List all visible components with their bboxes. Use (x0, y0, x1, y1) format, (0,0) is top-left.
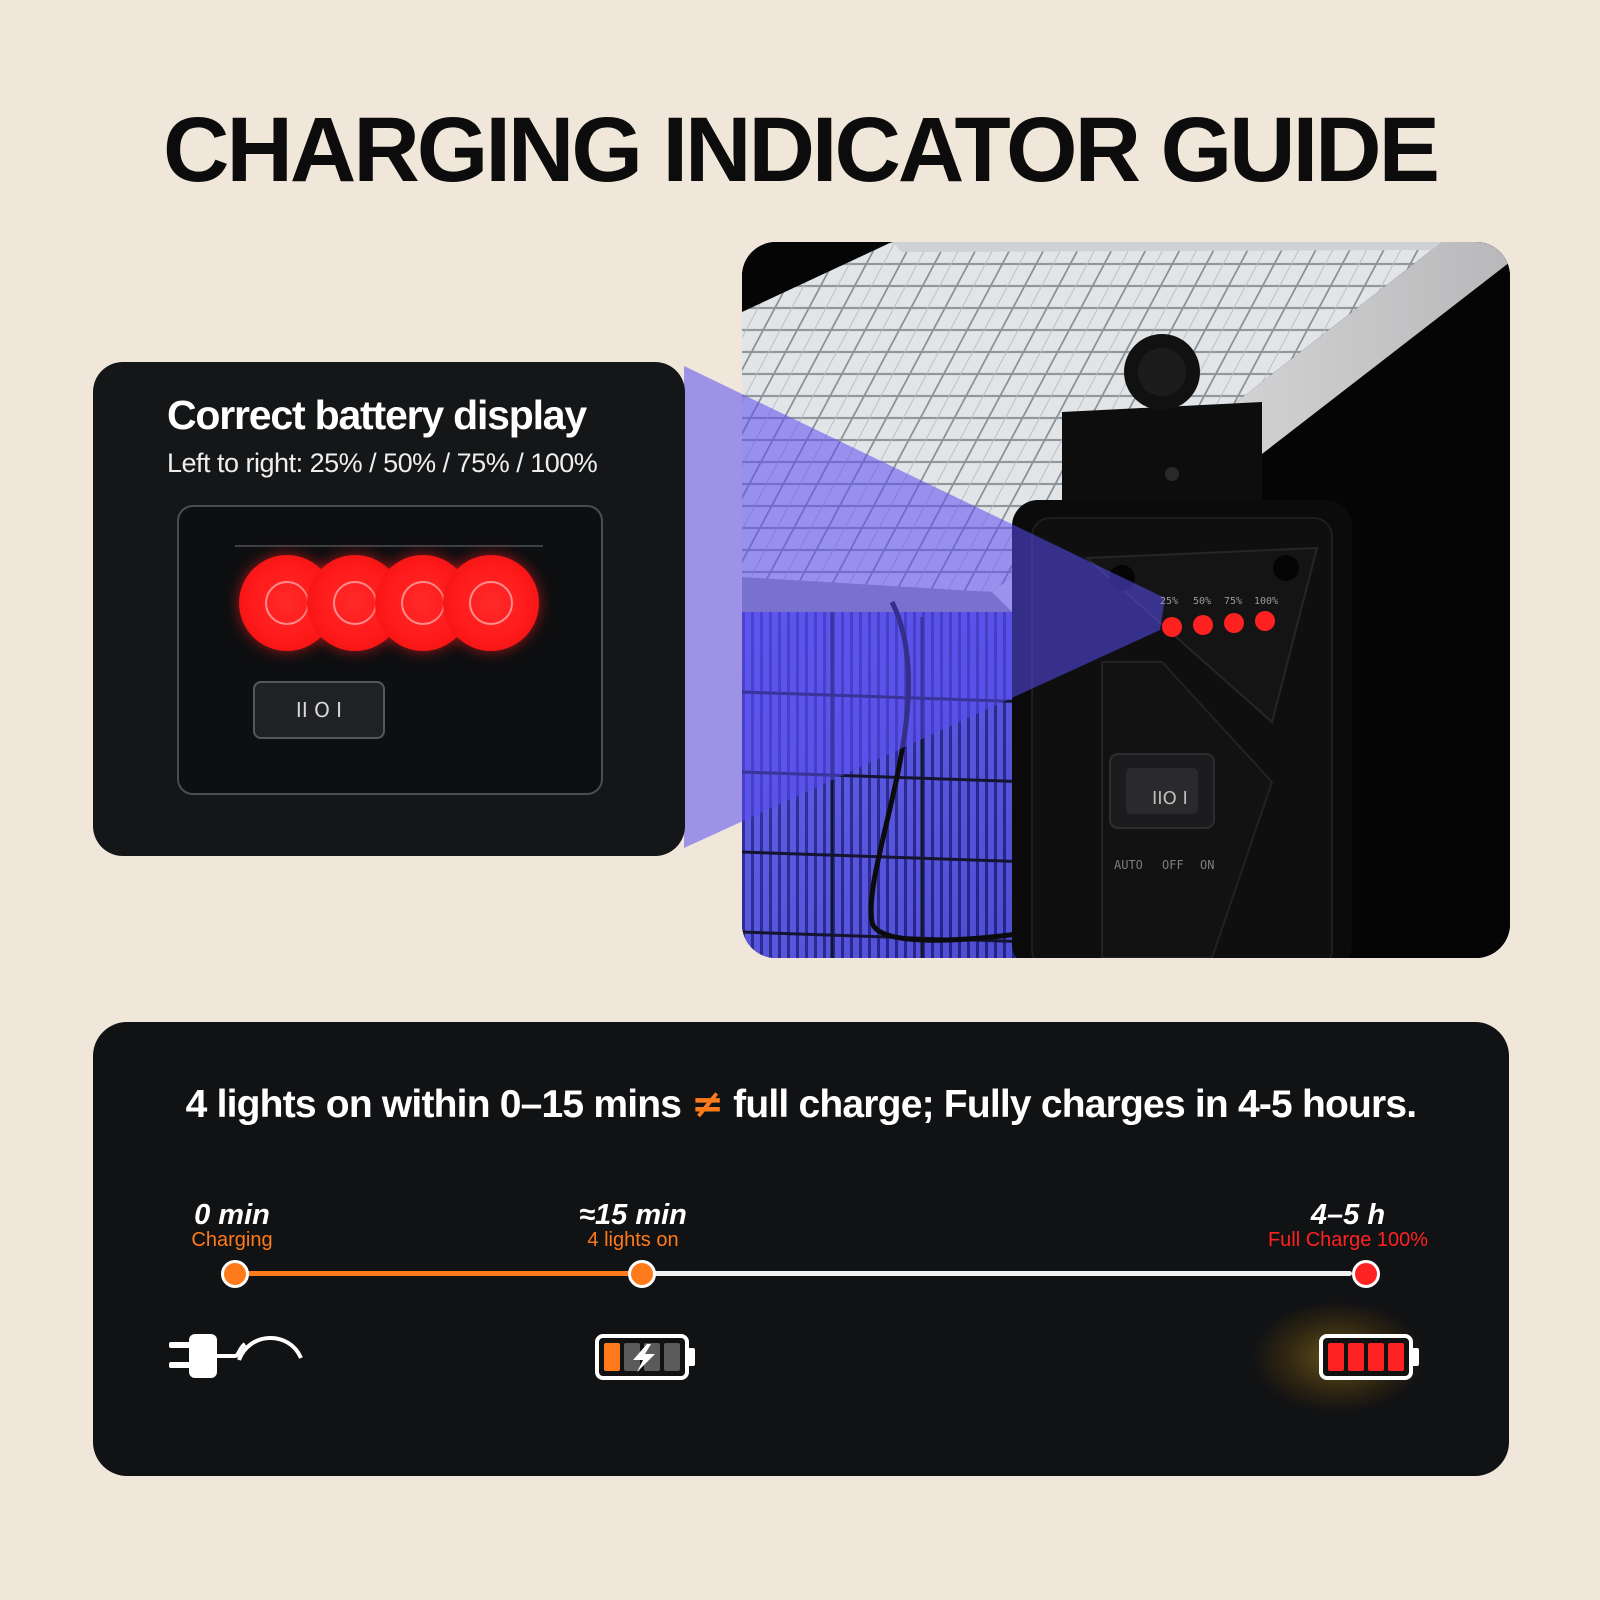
milestone-status: Full Charge 100% (1267, 1229, 1429, 1251)
led-shelf (235, 545, 543, 547)
device-led-label: 75% (1224, 596, 1243, 607)
battery-charging-icon (595, 1334, 695, 1380)
device-led-label: 50% (1193, 596, 1212, 607)
timeline-dot-lights-on (628, 1260, 656, 1288)
not-equal-symbol: ≠ (691, 1082, 724, 1127)
device-led-label: 25% (1160, 596, 1179, 607)
milestone-start: 0 min Charging (157, 1200, 307, 1250)
charging-timeline-card: 4 lights on within 0–15 mins ≠ full char… (93, 1022, 1509, 1476)
headline-left: 4 lights on within 0–15 mins (185, 1083, 682, 1126)
led-row (239, 555, 539, 651)
plug-icon (169, 1334, 303, 1378)
charging-headline: 4 lights on within 0–15 mins ≠ full char… (93, 1082, 1509, 1127)
milestone-lights-on: ≈15 min 4 lights on (533, 1200, 733, 1250)
device-led-label: 100% (1254, 596, 1279, 607)
device-switch-position: OFF (1162, 858, 1184, 872)
power-switch: II O I (253, 681, 385, 739)
device-switch-position: ON (1200, 858, 1215, 872)
timeline-remaining-line (642, 1271, 1352, 1276)
timeline-progress-line (235, 1271, 635, 1276)
led-100-indicator (443, 555, 539, 651)
card-title: Correct battery display (167, 392, 587, 438)
milestone-status: 4 lights on (587, 1229, 679, 1251)
milestone-status: Charging (191, 1229, 273, 1251)
device-switch-positions: AUTO OFF ON (1114, 858, 1234, 874)
timeline-dot-start (221, 1260, 249, 1288)
battery-display-card: Correct battery display Left to right: 2… (93, 362, 685, 856)
led-zoom-box: II O I (177, 505, 603, 795)
product-photo (742, 242, 1510, 958)
device-led-labels: 25% 50% 75% 100% (1160, 596, 1290, 610)
milestone-time: 0 min (194, 1199, 270, 1231)
timeline-dot-full (1352, 1260, 1380, 1288)
milestone-time: ≈15 min (579, 1199, 687, 1231)
milestone-time: 4–5 h (1310, 1199, 1386, 1231)
milestone-full-charge: 4–5 h Full Charge 100% (1243, 1200, 1453, 1250)
battery-full-icon (1319, 1334, 1419, 1380)
page-title: CHARGING INDICATOR GUIDE (163, 99, 1440, 201)
device-switch-position: AUTO (1114, 858, 1143, 872)
card-subtitle: Left to right: 25% / 50% / 75% / 100% (167, 448, 598, 478)
device-switch-label: IIO I (1152, 788, 1188, 809)
headline-right: full charge; Fully charges in 4-5 hours. (733, 1083, 1417, 1126)
